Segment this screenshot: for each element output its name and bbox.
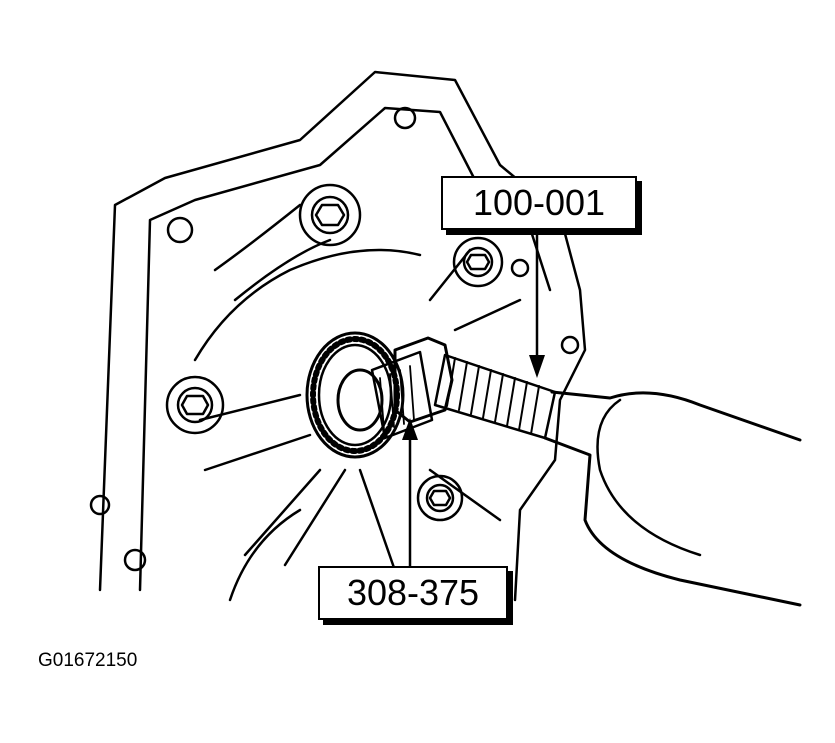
output-shaft-end (336, 368, 384, 432)
callout-upper-tool: 100-001 (441, 176, 637, 230)
housing-rib (213, 203, 302, 272)
housing-rib (228, 508, 302, 602)
housing-rib (358, 468, 402, 587)
housing-bolt (416, 474, 464, 522)
housing-rib (233, 238, 332, 302)
flange-hole (123, 548, 147, 572)
housing-bolt (298, 183, 362, 247)
figure-identifier: G01672150 (38, 650, 138, 671)
housing-rib (428, 468, 502, 522)
flange-hole (510, 258, 530, 278)
housing-bolt (452, 236, 504, 288)
leader-arrowhead-upper (529, 355, 545, 378)
flange-hole (89, 494, 111, 516)
housing-rib (193, 248, 422, 362)
flange-hole (560, 335, 580, 355)
splined-shaft (370, 350, 434, 440)
housing-rib (198, 393, 302, 422)
flange-hole (166, 216, 194, 244)
housing-rib (203, 433, 312, 472)
housing-rib (283, 468, 347, 567)
housing-rib (243, 468, 322, 557)
leader-arrowhead-lower (402, 418, 418, 440)
callout-lower-tool: 308-375 (318, 566, 508, 620)
housing-bolt (165, 375, 225, 435)
bearing-rollers (310, 336, 400, 454)
housing-rib (453, 298, 522, 332)
bearing-outer-race (305, 331, 405, 459)
tool-handle (550, 390, 802, 442)
flange-hole (393, 106, 417, 130)
